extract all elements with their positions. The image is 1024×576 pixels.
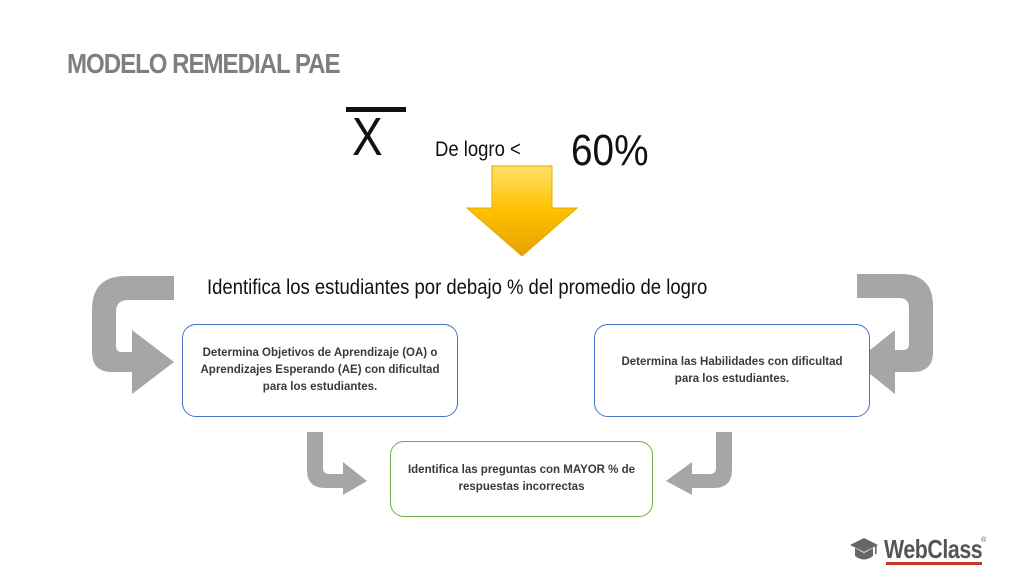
page-title: MODELO REMEDIAL PAE — [67, 48, 341, 79]
identify-students-step: Identifica los estudiantes por debajo % … — [207, 276, 708, 299]
down-arrow-icon — [465, 165, 579, 257]
objectives-text: Determina Objetivos de Aprendizaje (OA) … — [200, 347, 440, 393]
skills-box: Determina las Habilidades con dificultad… — [594, 324, 870, 417]
objectives-box: Determina Objetivos de Aprendizaje (OA) … — [182, 324, 458, 417]
mean-symbol: X — [352, 107, 383, 167]
questions-box: Identifica las preguntas con MAYOR % de … — [390, 441, 653, 517]
webclass-logo: WebClass — [884, 534, 983, 564]
condition-label: De logro < — [435, 138, 521, 161]
skills-text: Determina las Habilidades con dificultad… — [621, 355, 843, 385]
mean-bar — [346, 107, 406, 112]
curved-arrow-left-icon — [92, 276, 174, 394]
threshold-value: 60% — [571, 126, 649, 175]
small-arrow-right-icon — [666, 432, 732, 495]
curved-arrow-right-icon — [855, 274, 933, 394]
questions-text: Identifica las preguntas con MAYOR % de … — [407, 464, 636, 493]
graduation-cap-icon — [850, 538, 878, 560]
logo-underline — [886, 562, 982, 565]
registered-mark: ® — [981, 537, 987, 544]
small-arrow-left-icon — [307, 432, 367, 495]
